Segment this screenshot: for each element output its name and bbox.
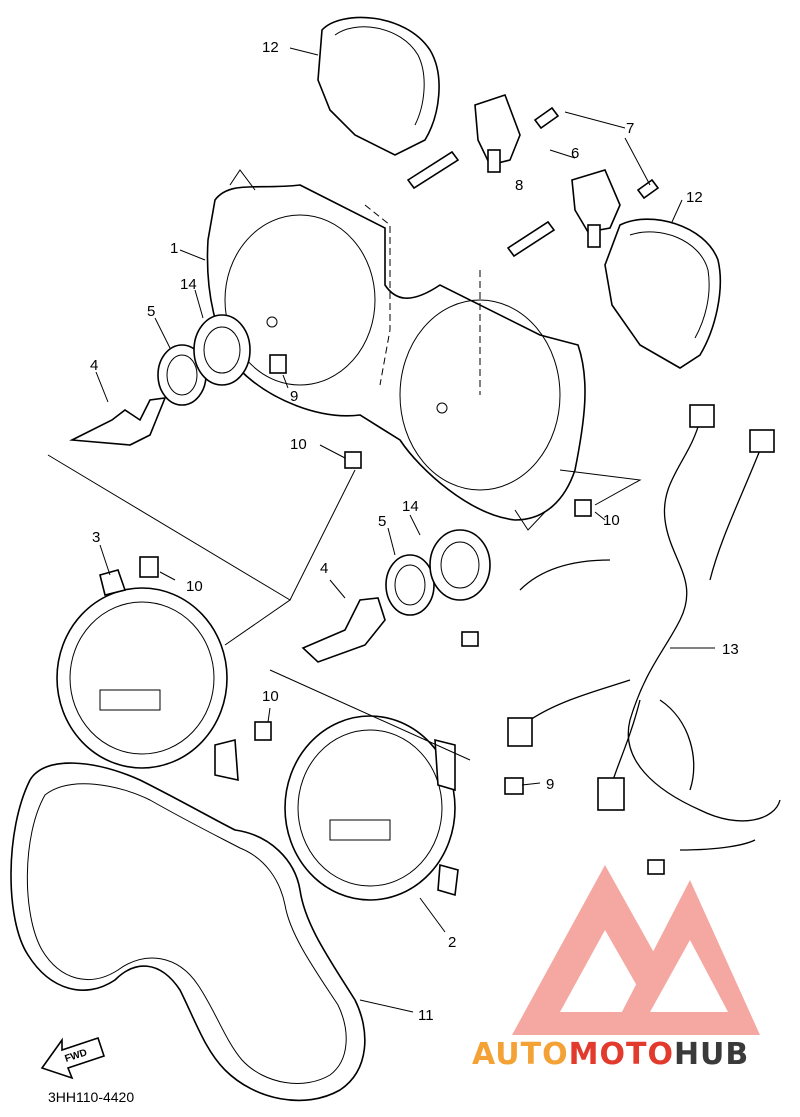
headlight-unit-left [56,569,239,782]
headlight-rim-upper [317,16,440,156]
svg-text:AUTOMOTOHUB: AUTOMOTOHUB [472,1037,749,1072]
callout-12b: 12 [686,189,703,206]
headlight-housing [206,169,586,531]
grommet-10-c [139,556,159,578]
callout-14b: 14 [402,498,419,515]
callout-3: 3 [92,529,100,546]
screw-lower [636,178,660,200]
bulb-holder-lower [429,529,491,601]
watermark-auto: AUTO [472,1037,569,1072]
callout-10c: 10 [186,578,203,595]
diagram-code: 3HH110-4420 [48,1089,134,1105]
callout-8: 8 [515,177,523,194]
fwd-arrow: FWD [40,1036,106,1080]
bulb-holder-upper [193,314,251,386]
grommet-10-d [254,721,272,741]
wire-harness [461,404,781,875]
socket-cover-upper [157,344,207,406]
callout-2: 2 [448,934,456,951]
watermark-text: AUTOMOTOHUB [472,1037,749,1072]
callout-4b: 4 [320,560,328,577]
socket-cover-lower [385,554,435,616]
adjust-bolt-upper [406,150,460,190]
watermark-moto: MOTO [569,1037,674,1072]
callouts: 1 2 3 4 4 5 5 6 7 8 9 9 10 10 10 10 11 1… [90,39,739,1024]
callout-10b: 10 [603,512,620,529]
grommet-10-b [574,499,592,517]
callout-12a: 12 [262,39,279,56]
callout-9b: 9 [546,776,554,793]
assembly-lines [47,204,642,761]
bulb-upper [69,397,167,446]
adjust-bolt-lower [506,220,556,258]
adjuster-bracket-lower [571,169,621,248]
leader-lines [95,47,715,1013]
headlight-panel-frame [10,762,366,1102]
callout-6: 6 [571,145,579,162]
callout-1: 1 [170,240,178,257]
callout-7: 7 [626,120,634,137]
watermark-logo [512,865,760,1035]
adjuster-bracket-upper [474,93,521,173]
clip-9-lower [504,777,524,795]
watermark-hub: HUB [674,1037,749,1072]
callout-13: 13 [722,641,739,658]
grommet-10-a [344,451,362,469]
callout-5: 5 [147,303,155,320]
callout-10d: 10 [262,688,279,705]
screw-upper [533,106,560,130]
clip-9-upper [269,354,287,374]
headlight-unit-right [284,715,459,901]
callout-9: 9 [290,388,298,405]
callout-11: 11 [418,1007,434,1024]
headlight-rim-right [604,218,722,369]
callout-4: 4 [90,357,98,374]
callout-5b: 5 [378,513,386,530]
callout-14a: 14 [180,276,197,293]
bulb-lower [301,597,386,663]
callout-10a: 10 [290,436,307,453]
